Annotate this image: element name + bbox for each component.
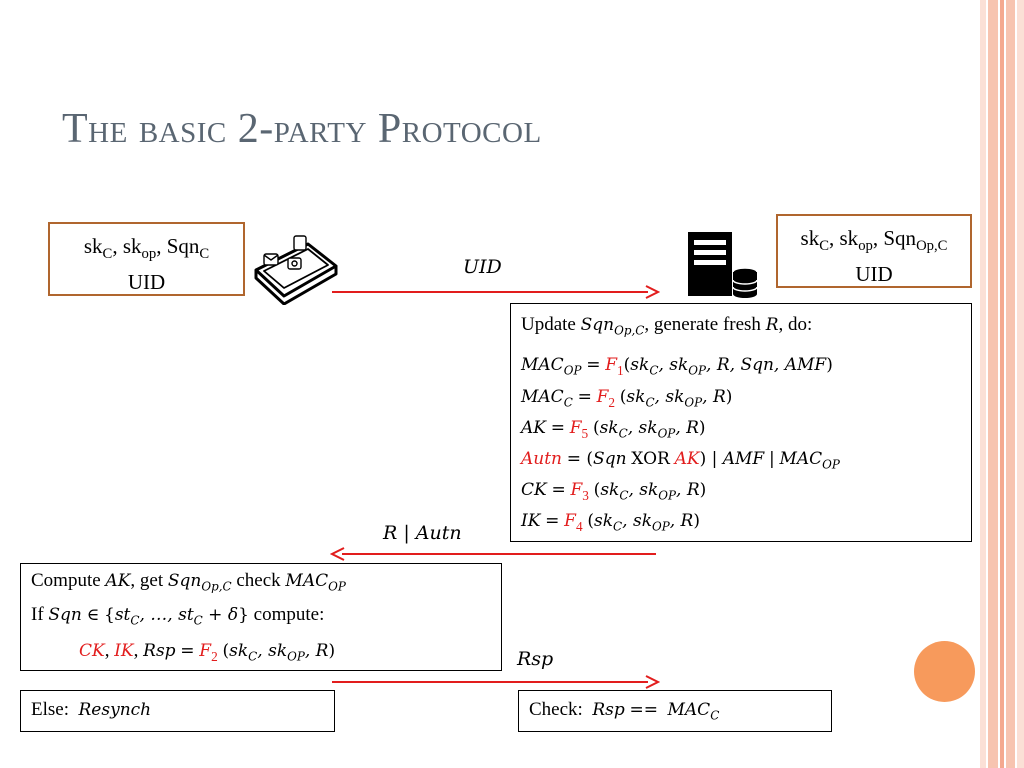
message-label-uid: UID: [463, 256, 502, 278]
compute-line-mac-c: MACC = F2 (skC, skOP, R): [521, 387, 733, 410]
check-box: Check: Rsp == MACC: [518, 690, 832, 732]
client-compute-box: Compute AK, get SqnOp,C check MACOP If S…: [20, 563, 502, 671]
compute-line-autn: Autn = (Sqn XOR AK) | AMF | MACOP: [521, 449, 840, 472]
compute-line-ik: IK = F4 (skC, skOP, R): [521, 511, 700, 534]
arrow-client-to-server: [332, 285, 660, 299]
compute-line-ck: CK = F3 (skC, skOP, R): [521, 480, 707, 503]
check-text: Check: Rsp == MACC: [529, 699, 720, 723]
decor-stripe: [980, 0, 986, 768]
message-label-r-autn: R | Autn: [383, 522, 462, 544]
server-uid: UID: [855, 262, 893, 287]
arrow-server-to-client: [330, 547, 656, 561]
client-uid: UID: [127, 270, 166, 295]
message-label-rsp: Rsp: [517, 648, 554, 670]
client-line-compute: Compute AK, get SqnOp,C check MACOP: [31, 570, 346, 594]
decor-stripe: [1017, 0, 1024, 768]
server-key-box: skC, skop, SqnOp,C UID: [776, 214, 972, 288]
smartphone-icon: [254, 235, 338, 305]
decor-circle: [914, 641, 975, 702]
server-keys: skC, skop, SqnOp,C: [800, 226, 948, 255]
compute-line-update: Update SqnOp,C, generate fresh R, do:: [521, 314, 813, 338]
client-key-box: skC, skop, SqnC UID: [48, 222, 245, 296]
decor-stripe: [1000, 0, 1004, 768]
client-line-if: If Sqn ∈ {stC, …, stC + δ} compute:: [31, 604, 325, 628]
compute-line-ak: AK = F5 (skC, skOP, R): [521, 418, 706, 441]
compute-line-mac-op: MACOP = F1(skC, skOP, R, Sqn, AMF): [521, 355, 833, 378]
server-icon: [688, 232, 758, 298]
arrow-client-to-server-rsp: [332, 675, 660, 689]
server-compute-box: Update SqnOp,C, generate fresh R, do: MA…: [510, 303, 972, 542]
else-box: Else: Resynch: [20, 690, 335, 732]
slide-title: The basic 2-party Protocol: [62, 106, 542, 152]
decor-stripe: [1006, 0, 1015, 768]
else-text: Else: Resynch: [31, 699, 152, 720]
decor-stripe: [988, 0, 998, 768]
client-line-ck-ik: CK, IK, Rsp = F2 (skC, skOP, R): [79, 640, 336, 664]
client-keys: skC, skop, SqnC: [83, 234, 210, 263]
